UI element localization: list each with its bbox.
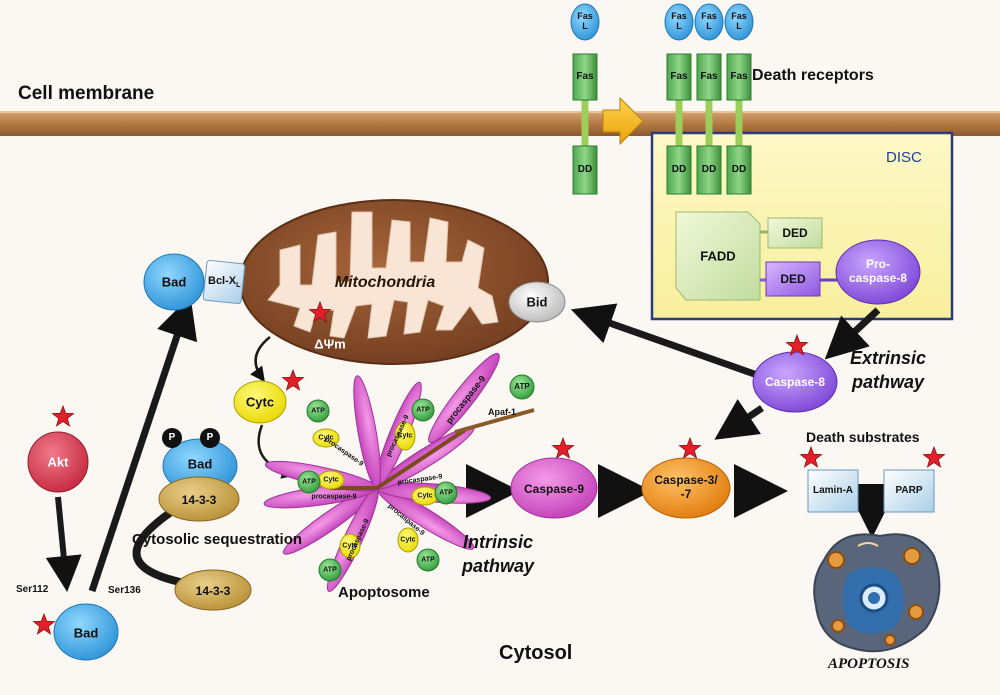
caspase37-label: Caspase-3/ -7 (654, 473, 718, 501)
cytc-small-5: Cytc (342, 542, 358, 550)
ded-top-label: DED (782, 226, 808, 240)
fas-label-4: Fas (730, 71, 748, 82)
death-receptor-single (570, 3, 600, 195)
cytc-small-4: Cytc (417, 492, 433, 500)
cytc-small-3: Cytc (323, 476, 339, 484)
bclxl-label: Bcl-XL (208, 275, 241, 290)
dd-label-1: DD (577, 164, 593, 175)
death-substrates-label: Death substrates (806, 429, 920, 445)
apaf1-bar (454, 408, 535, 434)
phospho-right-label: P (206, 432, 214, 443)
caspase9-shape (510, 457, 598, 519)
dd-label-3: DD (701, 164, 717, 175)
intrinsic-label: Intrinsic pathway (462, 532, 535, 577)
parp-shape (883, 469, 935, 513)
procaspase8-shape (835, 239, 921, 305)
disc-label: DISC (886, 149, 922, 166)
cristae (267, 211, 499, 339)
delta-psi-label: ΔΨm (314, 336, 346, 352)
cell-membrane-label: Cell membrane (18, 83, 155, 104)
atp-4: ATP (439, 489, 453, 497)
dd-label-4: DD (731, 164, 747, 175)
lamin-label: Lamin-A (813, 485, 853, 496)
procaspase9-c: procaspase-9 (311, 493, 357, 501)
fadd-shape (675, 211, 761, 301)
protein1433-seq-label: 14-3-3 (181, 493, 217, 507)
cytc-small-2: Cytc (397, 432, 413, 440)
fadd-label: FADD (700, 248, 736, 264)
bid-label: Bid (526, 294, 548, 310)
fas-label-2: Fas (670, 71, 688, 82)
cytc-label: Cytc (245, 394, 275, 410)
atp-5: ATP (323, 566, 337, 574)
activation-stars (32, 300, 946, 635)
atp-1: ATP (311, 407, 325, 415)
bad-mito-shape (143, 253, 205, 311)
phospho-left-label: P (168, 432, 176, 443)
apoptotic-cell-graphic (813, 533, 941, 653)
protein1433-seq-shape (158, 476, 240, 522)
ded-bottom-label: DED (780, 272, 806, 286)
death-receptors-label: Death receptors (752, 67, 874, 84)
ded-top-shape (767, 217, 823, 249)
extrinsic-label: Extrinsic pathway (850, 348, 927, 393)
death-receptor-trimer (664, 3, 754, 195)
fasl-label-1: Fas L (577, 11, 593, 31)
procaspase8-label: Pro- caspase-8 (848, 257, 908, 285)
mitochondria-label: Mitochondria (334, 274, 436, 291)
fas-label-1: Fas (576, 71, 594, 82)
akt-label: Akt (47, 454, 69, 470)
membrane-arrow (602, 96, 644, 146)
atp-2: ATP (416, 406, 430, 414)
caspase8-label: Caspase-8 (764, 375, 826, 389)
bclxl-shape (202, 259, 246, 305)
atp-free: ATP (514, 382, 530, 391)
cytosol-label: Cytosol (499, 642, 573, 664)
cytc-shape (233, 380, 287, 424)
phospho-right-shape (200, 428, 220, 448)
lamin-shape (807, 469, 859, 513)
ser136-label: Ser136 (108, 585, 141, 596)
fasl-label-2: Fas L (671, 11, 687, 31)
cytc-release-arrow (250, 336, 271, 383)
ser112-label: Ser112 (16, 584, 49, 595)
cytc-small-1: Cytc (318, 434, 334, 442)
bad-bottom-label: Bad (73, 625, 99, 641)
fasl-label-3: Fas L (701, 11, 717, 31)
parp-label: PARP (895, 485, 923, 496)
fas-label-3: Fas (700, 71, 718, 82)
atp-6: ATP (421, 556, 435, 564)
free-atp-shape (509, 374, 535, 400)
bad-bottom-shape (53, 603, 119, 661)
akt-shape (27, 431, 89, 493)
caspase37-shape (641, 457, 731, 519)
fasl-label-4: Fas L (731, 11, 747, 31)
apoptosis-label: APOPTOSIS (828, 656, 910, 672)
dd-label-2: DD (671, 164, 687, 175)
apoptosome-label: Apoptosome (338, 584, 430, 601)
apaf1-label: Apaf-1 (488, 407, 517, 417)
atp-3: ATP (302, 478, 316, 486)
protein1433-free-shape (174, 569, 252, 611)
sequestration-label: Cytosolic sequestration (132, 531, 303, 548)
ded-bottom-shape (765, 261, 821, 297)
bad-mito-label: Bad (161, 274, 187, 290)
free-procaspase9-shape (428, 352, 500, 444)
cytc-small-6: Cytc (400, 536, 416, 544)
phospho-left-shape (162, 428, 182, 448)
bid-shape (508, 281, 566, 323)
apoptosome-complex (263, 375, 492, 592)
bad-seq-label: Bad (187, 456, 213, 472)
protein1433-free-label: 14-3-3 (195, 584, 231, 598)
caspase9-label: Caspase-9 (523, 482, 585, 496)
